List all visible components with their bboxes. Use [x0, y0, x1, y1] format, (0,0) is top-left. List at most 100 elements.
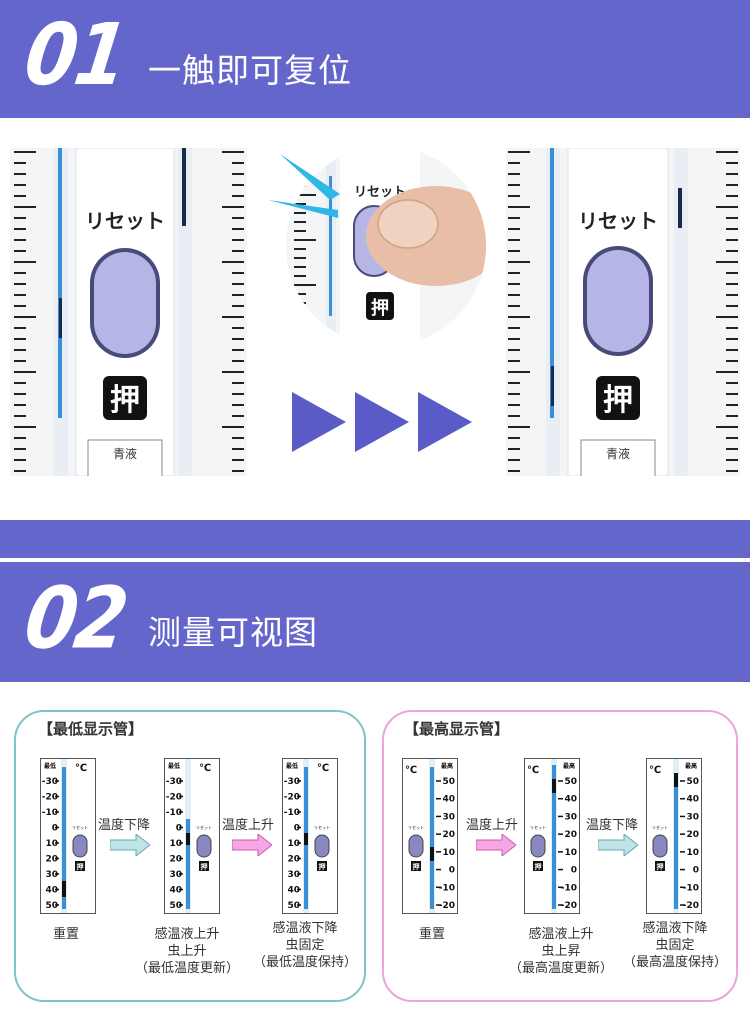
svg-text:リセット: リセット [408, 825, 424, 830]
scale-tick-label: 30 [287, 870, 300, 880]
scale-tick-label: -10 [439, 883, 455, 893]
reset-label-after: リセット [578, 209, 658, 233]
svg-text:リセット: リセット [530, 825, 546, 830]
svg-text:℃: ℃ [317, 763, 329, 774]
scale-tick-label: 0 [449, 866, 455, 876]
scale-tick-label: 40 [564, 795, 577, 805]
scale-tick-label: 20 [169, 855, 182, 865]
scale-tick-label: 30 [169, 870, 182, 880]
scale-tick-label: -10 [683, 883, 699, 893]
svg-text:リセット: リセット [72, 825, 88, 830]
svg-text:最低: 最低 [286, 762, 298, 770]
max-panel-title: 【最高显示管】 [404, 720, 510, 738]
scale-tick-label: 50 [686, 777, 699, 787]
scale-tick-label: 40 [686, 795, 699, 805]
thermometer-illustration-before: リセット 押 青液 [10, 148, 247, 476]
cool-arrow-icon [110, 834, 150, 856]
scale-tick-label: 20 [686, 830, 699, 840]
reset-label-closeup: リセット [354, 185, 406, 200]
scale-tick-label: 30 [686, 812, 699, 822]
scale-tick-label: 30 [442, 812, 455, 822]
svg-text:リセット: リセット [314, 825, 330, 830]
scale-tick-label: 0 [571, 866, 577, 876]
push-label: 押 [110, 383, 140, 418]
motion-lines-icon [268, 154, 340, 218]
scale-tick-label: 10 [442, 848, 455, 858]
scale-tick-label: 50 [287, 901, 300, 911]
min-arrow2-label: 温度上升 [222, 818, 275, 833]
scale-tick-label: 50 [564, 777, 577, 787]
warm-arrow-icon [232, 834, 272, 856]
min-caption-2: 感温液上升 虫上升 （最低温度更新） [134, 927, 239, 976]
progress-arrows-icon [292, 392, 472, 452]
svg-text:押: 押 [319, 862, 326, 871]
svg-text:リセット: リセット [652, 825, 668, 830]
max-caption-1: 重置 [418, 927, 445, 942]
svg-text:℃: ℃ [649, 765, 661, 776]
scale-tick-label: 40 [442, 795, 455, 805]
min-caption-3: 感温液下降 虫固定 （最低温度保持） [252, 921, 357, 970]
scale-tick-label: -10 [42, 808, 58, 818]
cool-arrow-icon-max [598, 834, 638, 856]
scale-tick-label: 40 [287, 886, 300, 896]
scale-tick-label: 0 [52, 824, 58, 834]
scale-tick-label: -20 [166, 793, 182, 803]
scale-tick-label: 20 [45, 855, 58, 865]
scale-tick-label: 50 [169, 901, 182, 911]
scale-tick-label: -10 [284, 808, 300, 818]
push-label-after: 押 [603, 383, 633, 418]
svg-text:押: 押 [77, 862, 84, 871]
svg-text:押: 押 [535, 862, 542, 871]
scale-tick-label: -20 [284, 793, 300, 803]
scale-tick-label: -20 [561, 901, 577, 911]
push-label-closeup: 押 [371, 297, 389, 319]
scale-tick-label: 10 [169, 839, 182, 849]
section-2-number: 02 [19, 569, 132, 669]
scale-tick-label: 20 [287, 855, 300, 865]
scale-tick-label: 50 [45, 901, 58, 911]
min-caption-1: 重置 [52, 927, 79, 942]
max-arrow2-label: 温度下降 [586, 818, 639, 833]
section-2-title: 测量可视图 [148, 613, 318, 652]
section-2-banner: 02 测量可视图 [0, 562, 750, 682]
note-text-after: 青液 [606, 446, 630, 461]
max-caption-2: 感温液上升 虫上昇 （最高温度更新） [508, 927, 613, 976]
scale-tick-label: 0 [294, 824, 300, 834]
scale-tick-label: -10 [561, 883, 577, 893]
svg-text:最高: 最高 [563, 762, 575, 770]
section-1-number: 01 [19, 5, 132, 105]
svg-text:最高: 最高 [685, 762, 697, 770]
thermometer-illustration-after: リセット 押 青液 [506, 148, 740, 476]
note-text: 青液 [113, 446, 137, 461]
svg-text:押: 押 [413, 862, 420, 871]
svg-text:℃: ℃ [199, 763, 211, 774]
scale-tick-label: -30 [284, 777, 300, 787]
scale-tick-label: 20 [442, 830, 455, 840]
scale-tick-label: -30 [42, 777, 58, 787]
reset-label: リセット [85, 209, 165, 233]
scale-tick-label: -20 [683, 901, 699, 911]
svg-text:最高: 最高 [441, 762, 453, 770]
scale-tick-label: -10 [166, 808, 182, 818]
section-1-banner: 01 一触即可复位 [0, 0, 750, 118]
scale-tick-label: 0 [693, 866, 699, 876]
scale-tick-label: 30 [45, 870, 58, 880]
svg-text:℃: ℃ [405, 765, 417, 776]
svg-text:リセット: リセット [196, 825, 212, 830]
scale-tick-label: 30 [564, 812, 577, 822]
svg-text:最低: 最低 [168, 762, 180, 770]
reset-button-after[interactable] [587, 250, 649, 352]
thermometer-photo-before: リセット 押 青液 [10, 148, 247, 476]
scale-tick-label: 10 [45, 839, 58, 849]
max-arrow1-label: 温度上升 [466, 818, 519, 833]
reset-button[interactable] [94, 252, 156, 354]
svg-text:℃: ℃ [75, 763, 87, 774]
separator-band [0, 520, 750, 558]
scale-tick-label: 20 [564, 830, 577, 840]
max-caption-3: 感温液下降 虫固定 （最高温度保持） [622, 921, 727, 970]
